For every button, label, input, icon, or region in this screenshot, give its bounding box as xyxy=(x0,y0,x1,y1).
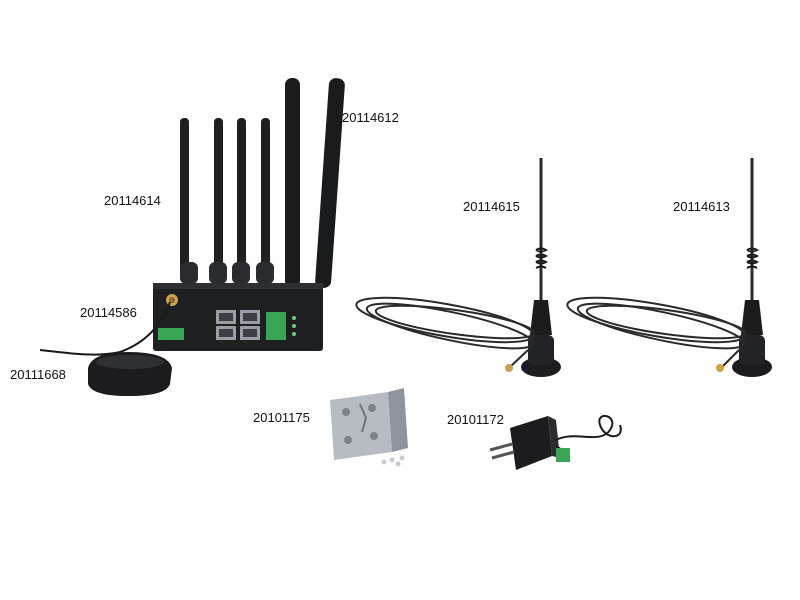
router-housing xyxy=(153,283,323,351)
power-adapter xyxy=(489,415,622,470)
lte-antenna xyxy=(261,118,270,273)
label-20101172: 20101172 xyxy=(447,412,504,427)
lte-antenna xyxy=(180,118,189,273)
label-20114613: 20114613 xyxy=(673,199,730,214)
magnetic-antenna-right xyxy=(566,158,772,377)
label-20114614: 20114614 xyxy=(104,193,161,208)
gps-antenna xyxy=(39,301,172,396)
din-rail-bracket xyxy=(330,388,408,467)
terminal-block xyxy=(158,328,184,340)
wifi-antenna xyxy=(315,78,345,288)
lte-antenna xyxy=(237,118,246,273)
lte-antenna xyxy=(214,118,223,273)
magnetic-antenna-left xyxy=(355,158,561,377)
power-terminal xyxy=(556,448,570,462)
label-20114615: 20114615 xyxy=(463,199,520,214)
label-20101175: 20101175 xyxy=(253,410,310,425)
label-20114612: 20114612 xyxy=(342,110,399,125)
wifi-antenna xyxy=(285,78,300,288)
label-20114586: 20114586 xyxy=(80,305,137,320)
label-20111668: 20111668 xyxy=(10,367,66,382)
router-device xyxy=(153,78,345,351)
